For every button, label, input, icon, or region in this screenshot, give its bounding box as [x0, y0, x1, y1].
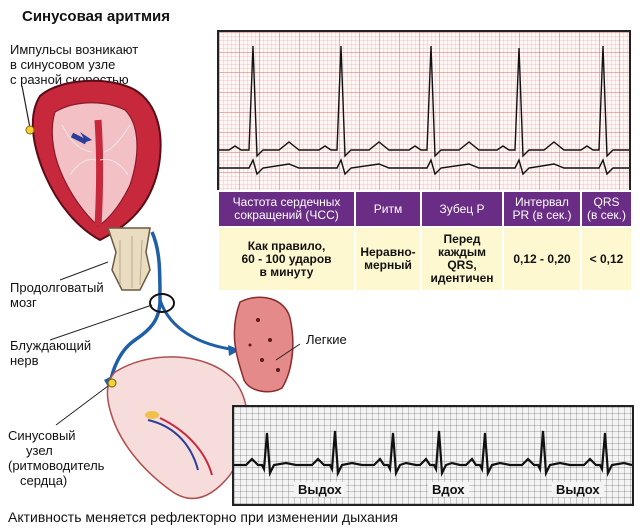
phase-label-exhale-1: Выдох — [294, 482, 346, 497]
heart-outline-icon — [106, 356, 248, 500]
ecg-strip-top — [217, 30, 631, 192]
sinus-node-pointer — [55, 385, 109, 426]
footer-caption: Активность меняется рефлекторно при изме… — [8, 509, 398, 525]
vagus-pointer — [49, 304, 153, 341]
lungs-label: Легкие — [306, 332, 347, 347]
page-title: Синусовая аритмия — [22, 8, 171, 25]
lungs-pointer — [275, 343, 301, 361]
medulla-pointer — [59, 261, 109, 281]
ecg-trace-bottom — [234, 430, 633, 478]
cell-qrs: < 0,12 — [580, 226, 633, 292]
medulla-label: Продолговатый мозг — [10, 280, 104, 310]
heart-icon — [25, 79, 162, 242]
phase-label-inhale: Вдох — [428, 482, 469, 497]
ecg-breathing-trace — [234, 430, 633, 478]
vagus-nerve — [108, 231, 162, 386]
header-qrs: QRS(в сек.) — [580, 190, 633, 228]
ecg-lead-1 — [219, 45, 629, 158]
header-rhythm: Ритм — [354, 190, 422, 228]
cell-rhythm: Неравно-мерный — [354, 226, 422, 292]
medulla-icon — [106, 227, 151, 291]
ecg-lead-2 — [219, 158, 629, 176]
nerve-section-ring — [149, 293, 175, 313]
lung-icon — [233, 296, 294, 393]
header-p-wave: Зубец P — [420, 190, 504, 228]
lung-nerve — [158, 299, 237, 352]
sinus-node-label: Синусовый узел (ритмоводитель сердца) — [8, 428, 105, 488]
cell-pr-interval: 0,12 - 0,20 — [502, 226, 582, 292]
ecg-trace-top — [219, 45, 629, 176]
vagus-label: Блуждающий нерв — [10, 338, 92, 368]
impulses-pointer — [21, 85, 31, 129]
phase-label-exhale-2: Выдох — [552, 482, 604, 497]
